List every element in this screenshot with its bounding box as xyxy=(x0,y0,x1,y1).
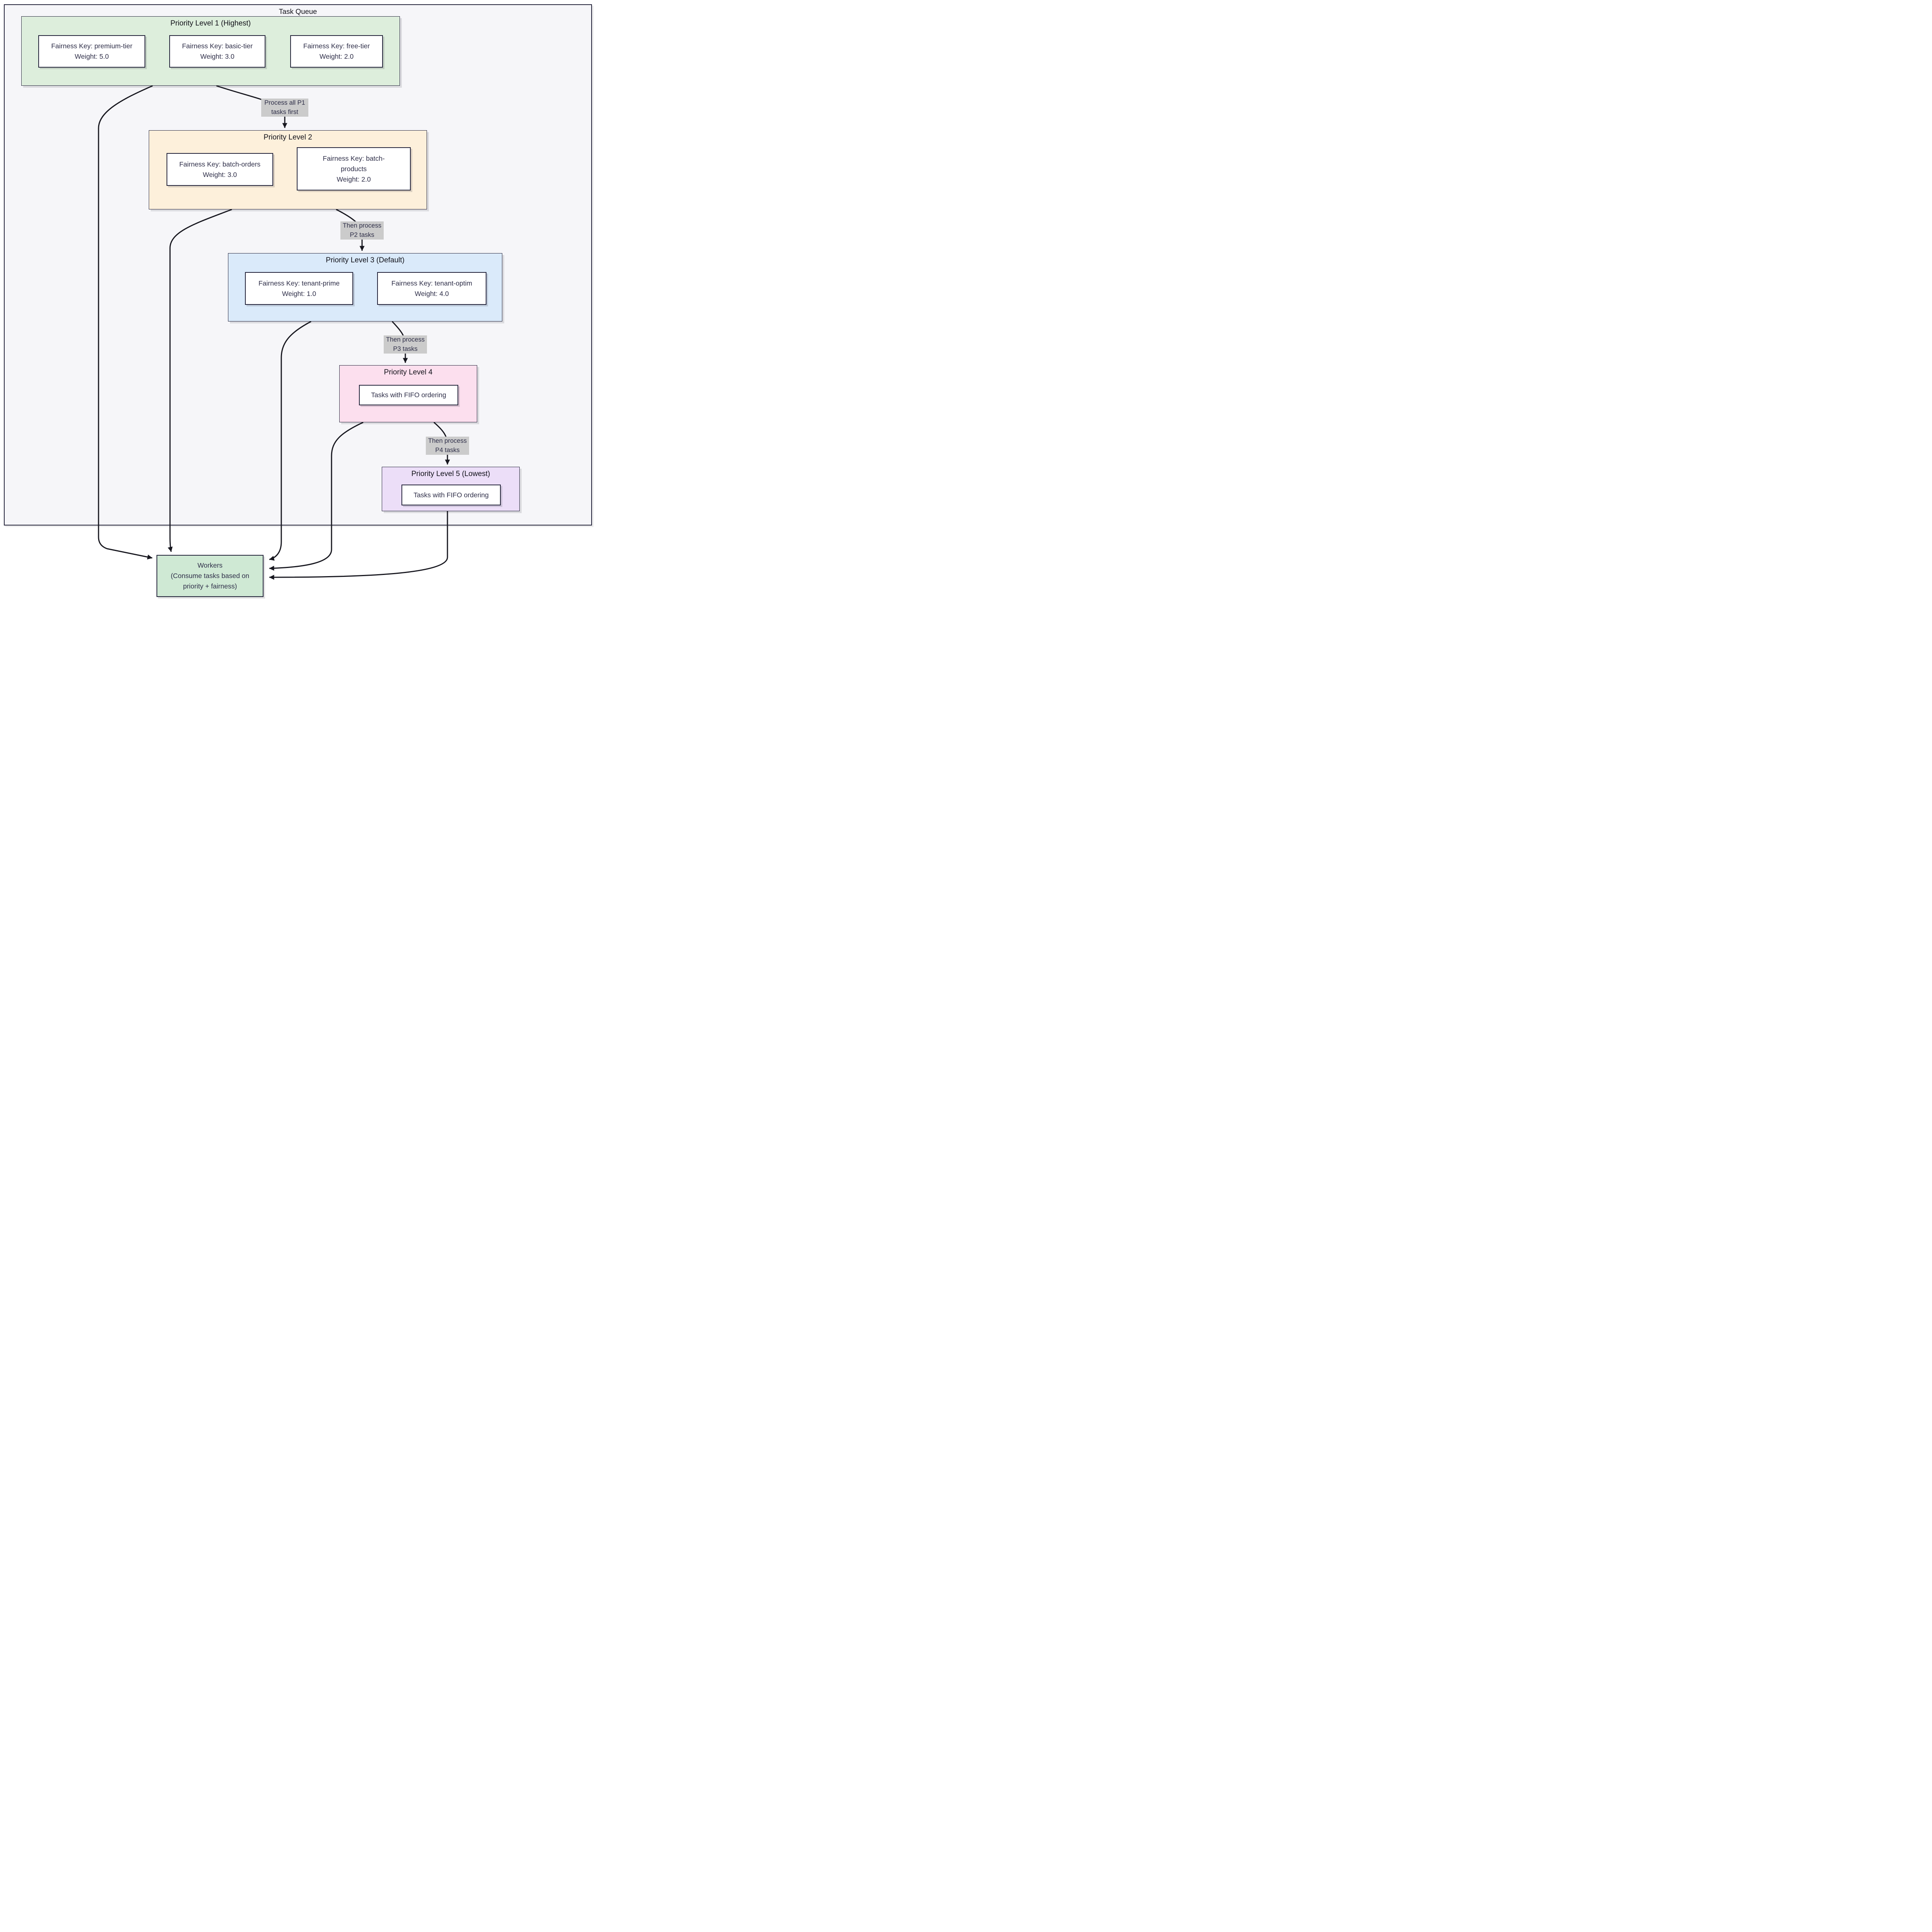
node-label: Tasks with FIFO ordering xyxy=(413,491,489,499)
priority-level-1-title: Priority Level 1 (Highest) xyxy=(170,19,251,27)
node-label: Fairness Key: premium-tier xyxy=(51,42,133,50)
priority-level-3-title: Priority Level 3 (Default) xyxy=(326,256,405,264)
priority-level-2-title: Priority Level 2 xyxy=(264,133,312,141)
node-label: Fairness Key: tenant-optim xyxy=(391,279,473,287)
node-weight: Weight: 4.0 xyxy=(415,289,449,298)
fifo-node-p4: Tasks with FIFO ordering xyxy=(359,385,458,405)
node-label: Fairness Key: tenant-prime xyxy=(258,279,340,287)
workers-desc-line-1: (Consume tasks based on xyxy=(170,572,250,580)
priority-level-4-title: Priority Level 4 xyxy=(384,368,433,376)
node-label: Fairness Key: batch-products xyxy=(323,154,385,173)
node-label: Tasks with FIFO ordering xyxy=(371,391,446,399)
fairness-node-batch-orders: Fairness Key: batch-orders Weight: 3.0 xyxy=(167,153,273,186)
fairness-node-tenant-prime: Fairness Key: tenant-prime Weight: 1.0 xyxy=(245,272,353,305)
priority-level-5-title: Priority Level 5 (Lowest) xyxy=(411,470,490,478)
node-weight: Weight: 5.0 xyxy=(75,53,109,60)
priority-level-4-group: Priority Level 4 Tasks with FIFO orderin… xyxy=(339,365,477,422)
node-label: Fairness Key: free-tier xyxy=(303,42,370,50)
workers-node: Workers (Consume tasks based on priority… xyxy=(156,555,264,597)
fifo-node-p5: Tasks with FIFO ordering xyxy=(401,485,501,505)
fairness-node-premium-tier: Fairness Key: premium-tier Weight: 5.0 xyxy=(38,35,145,68)
workers-desc-line-2: priority + fairness) xyxy=(183,582,237,590)
edge-label-process-p3: Then process P3 tasks xyxy=(384,335,427,354)
fairness-node-batch-products: Fairness Key: batch-products Weight: 2.0 xyxy=(297,147,411,190)
priority-level-5-group: Priority Level 5 (Lowest) Tasks with FIF… xyxy=(382,467,520,511)
node-weight: Weight: 1.0 xyxy=(282,289,316,298)
fairness-node-basic-tier: Fairness Key: basic-tier Weight: 3.0 xyxy=(169,35,265,68)
task-queue-title: Task Queue xyxy=(279,7,317,15)
node-label: Fairness Key: basic-tier xyxy=(182,42,253,50)
node-weight: Weight: 3.0 xyxy=(202,170,237,179)
edge-label-process-p4: Then process P4 tasks xyxy=(426,437,469,455)
edge-label-process-p2: Then process P2 tasks xyxy=(340,221,384,240)
flowchart-diagram: Task Queue Priority Level 1 (Highest) Fa… xyxy=(0,0,596,601)
node-weight: Weight: 3.0 xyxy=(200,53,235,60)
fairness-node-free-tier: Fairness Key: free-tier Weight: 2.0 xyxy=(290,35,383,68)
node-weight: Weight: 2.0 xyxy=(319,53,354,60)
node-label: Fairness Key: batch-orders xyxy=(179,160,261,168)
priority-level-1-group: Priority Level 1 (Highest) Fairness Key:… xyxy=(21,16,400,86)
edge-label-process-p1: Process all P1 tasks first xyxy=(261,99,308,117)
node-weight: Weight: 2.0 xyxy=(337,175,371,183)
priority-level-3-group: Priority Level 3 (Default) Fairness Key:… xyxy=(228,253,502,321)
workers-title: Workers xyxy=(197,561,223,569)
fairness-node-tenant-optim: Fairness Key: tenant-optim Weight: 4.0 xyxy=(377,272,486,305)
priority-level-2-group: Priority Level 2 Fairness Key: batch-ord… xyxy=(149,130,427,209)
